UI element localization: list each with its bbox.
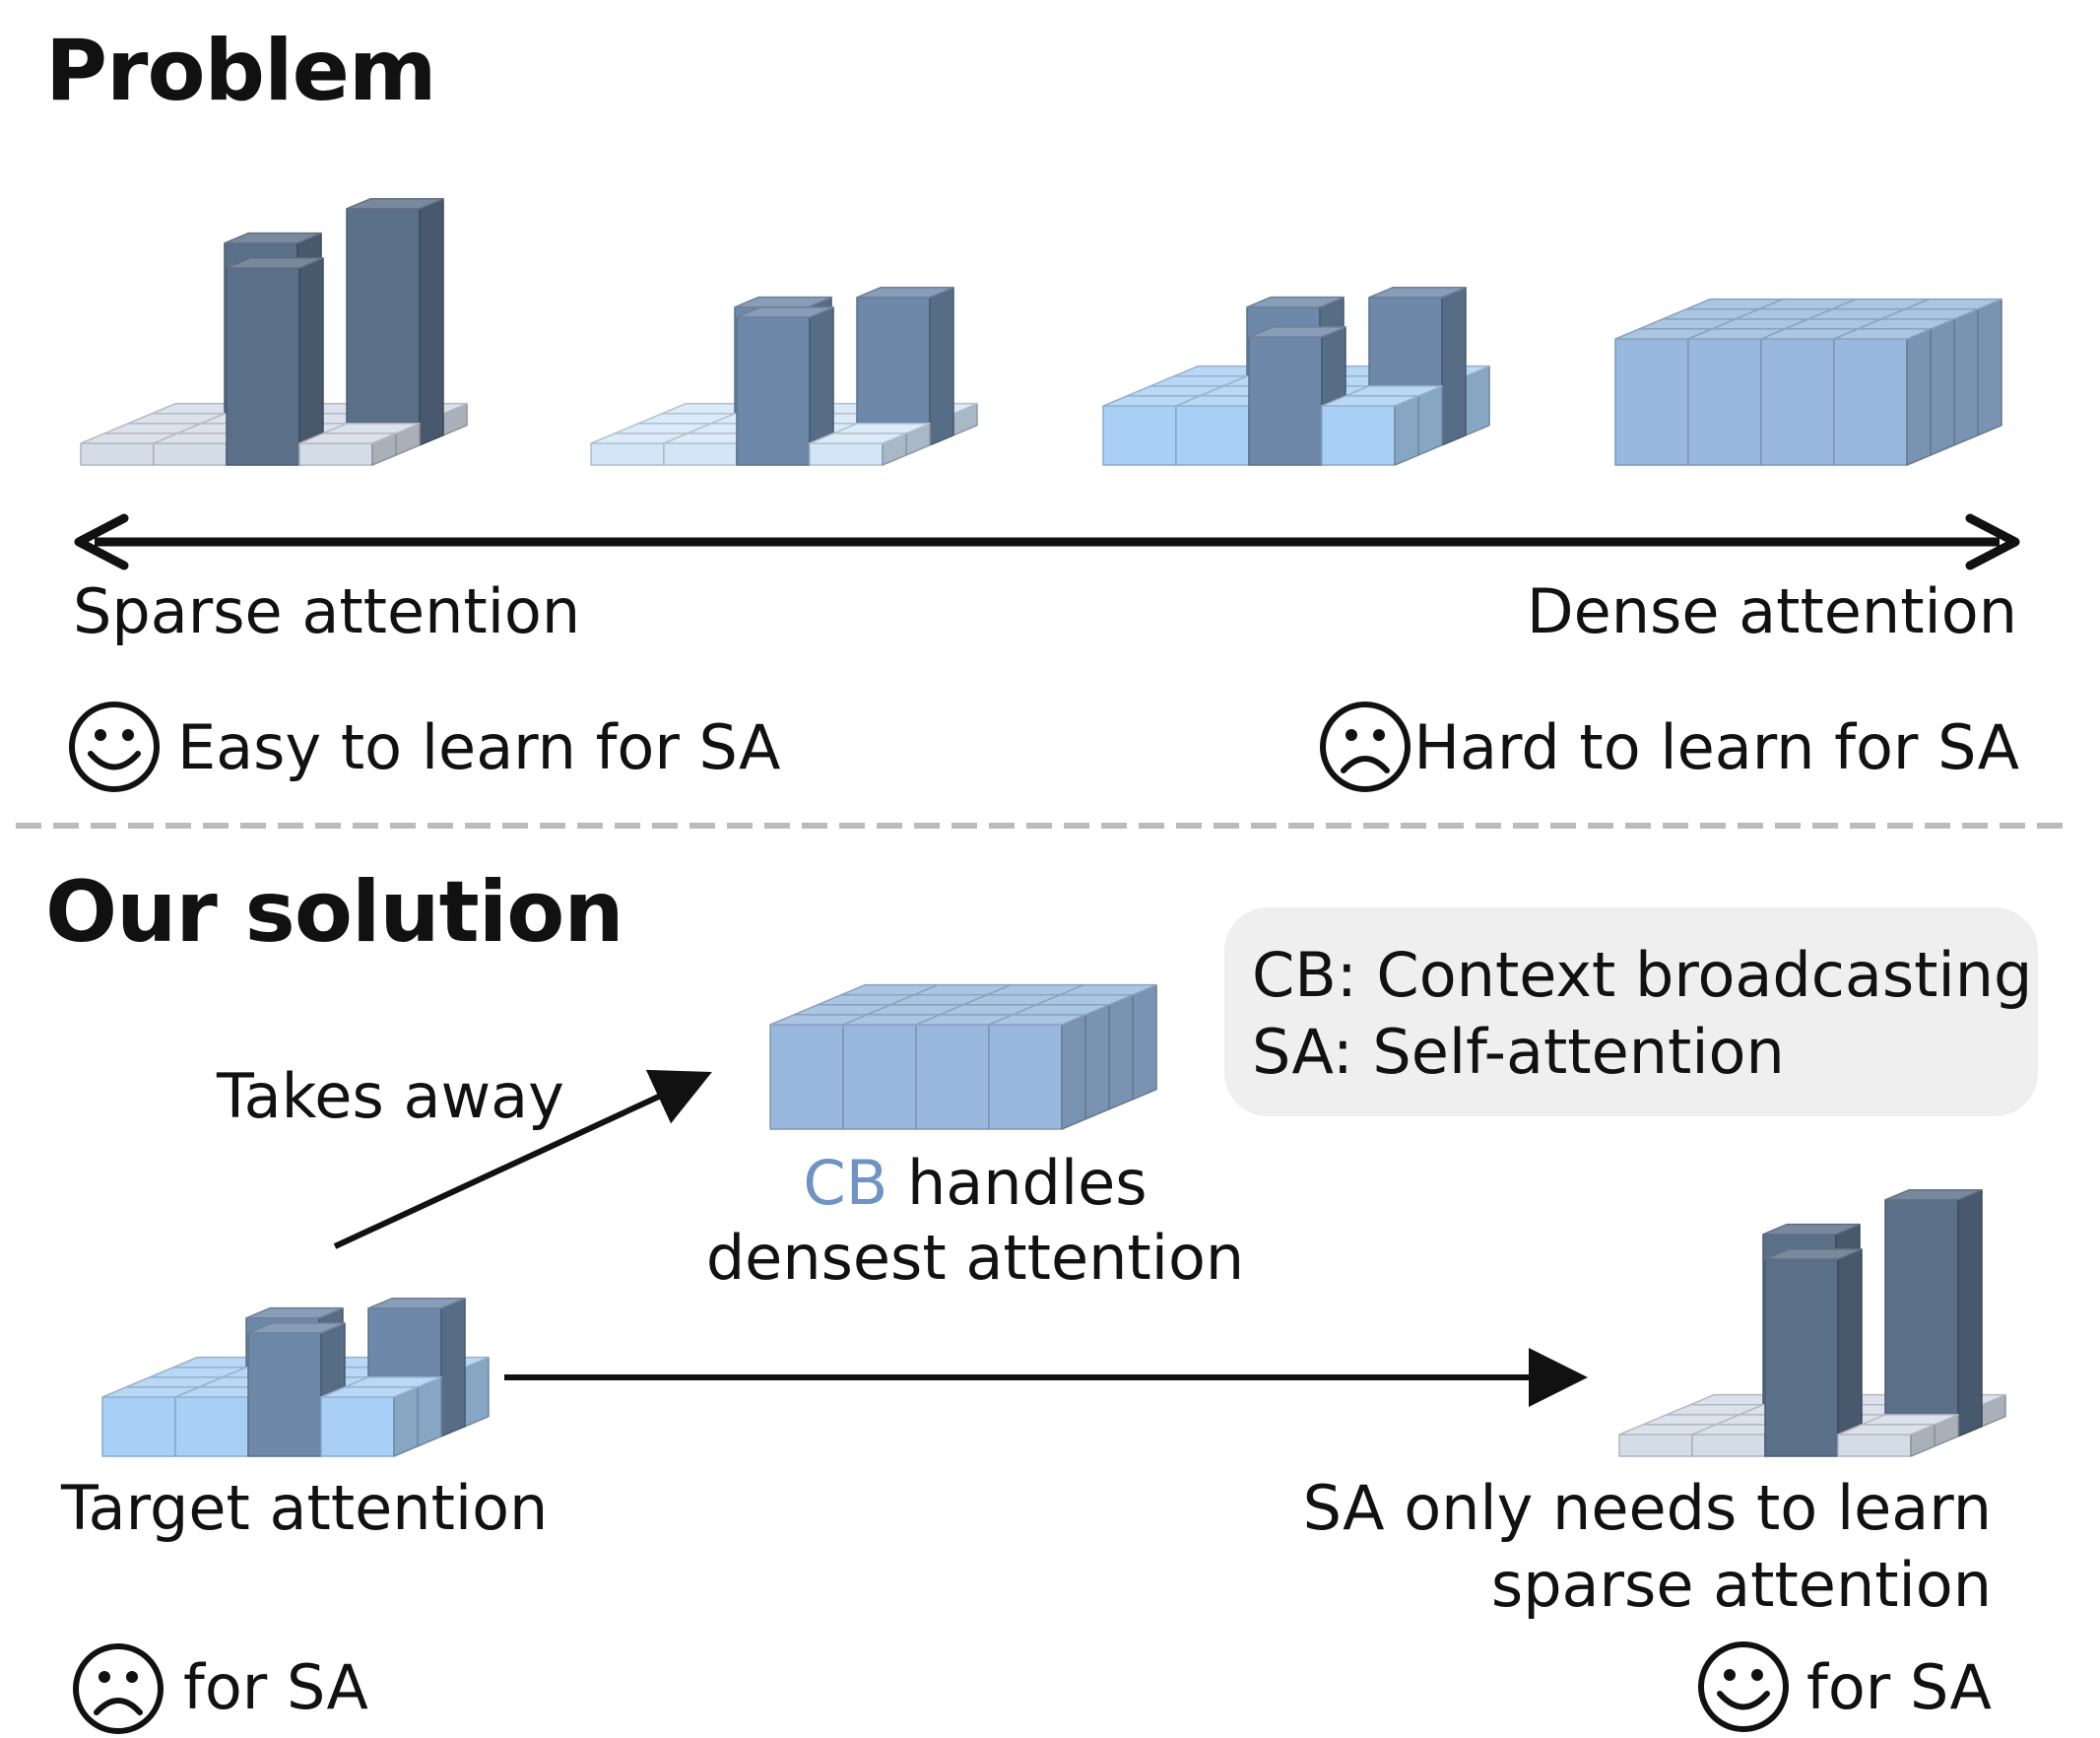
cb-term: CB: [803, 1147, 888, 1219]
cb-handles-text: handles: [887, 1147, 1148, 1219]
legend-sa: SA: Self-attention: [1252, 1016, 1785, 1088]
happy-face-icon: [1698, 1641, 1789, 1732]
sparse-attention-grid: [80, 198, 468, 466]
semi-sparse-attention-grid: [590, 287, 978, 466]
semi-dense-attention-grid: [1102, 287, 1490, 466]
target-attention-grid: [101, 1298, 490, 1457]
problem-heading: Problem: [45, 22, 437, 120]
hard-to-learn-text: Hard to learn for SA: [1413, 711, 2019, 783]
sparse-attention-label: Sparse attention: [73, 575, 581, 647]
for-sa-right-label: for SA: [1806, 1651, 1992, 1723]
cb-handles-line: CB handles: [680, 1147, 1271, 1219]
legend-box: CB: Context broadcasting SA: Self-attent…: [1224, 907, 2038, 1116]
happy-face-icon: [69, 702, 160, 792]
dense-attention-label: Dense attention: [1526, 575, 2017, 647]
sa-learns-line1: SA only needs to learn: [1302, 1472, 1992, 1544]
for-sa-left-label: for SA: [183, 1651, 368, 1723]
target-attention-label: Target attention: [61, 1472, 549, 1544]
legend-cb: CB: Context broadcasting: [1252, 939, 2033, 1011]
cb-dense-grid: [769, 983, 1157, 1130]
takes-away-arrow: [333, 1069, 712, 1249]
sparse-result-grid: [1618, 1189, 2006, 1457]
sparse-dense-arrow: [74, 513, 2020, 570]
dense-attention-grid: [1614, 298, 2002, 466]
solution-heading: Our solution: [45, 863, 624, 962]
densest-attention-label: densest attention: [705, 1222, 1245, 1294]
sad-face-icon: [1320, 702, 1411, 792]
easy-to-learn-text: Easy to learn for SA: [177, 711, 781, 783]
sa-learns-line2: sparse attention: [1490, 1549, 1992, 1621]
takes-away-label: Takes away: [217, 1060, 564, 1132]
sad-face-icon: [73, 1643, 164, 1734]
